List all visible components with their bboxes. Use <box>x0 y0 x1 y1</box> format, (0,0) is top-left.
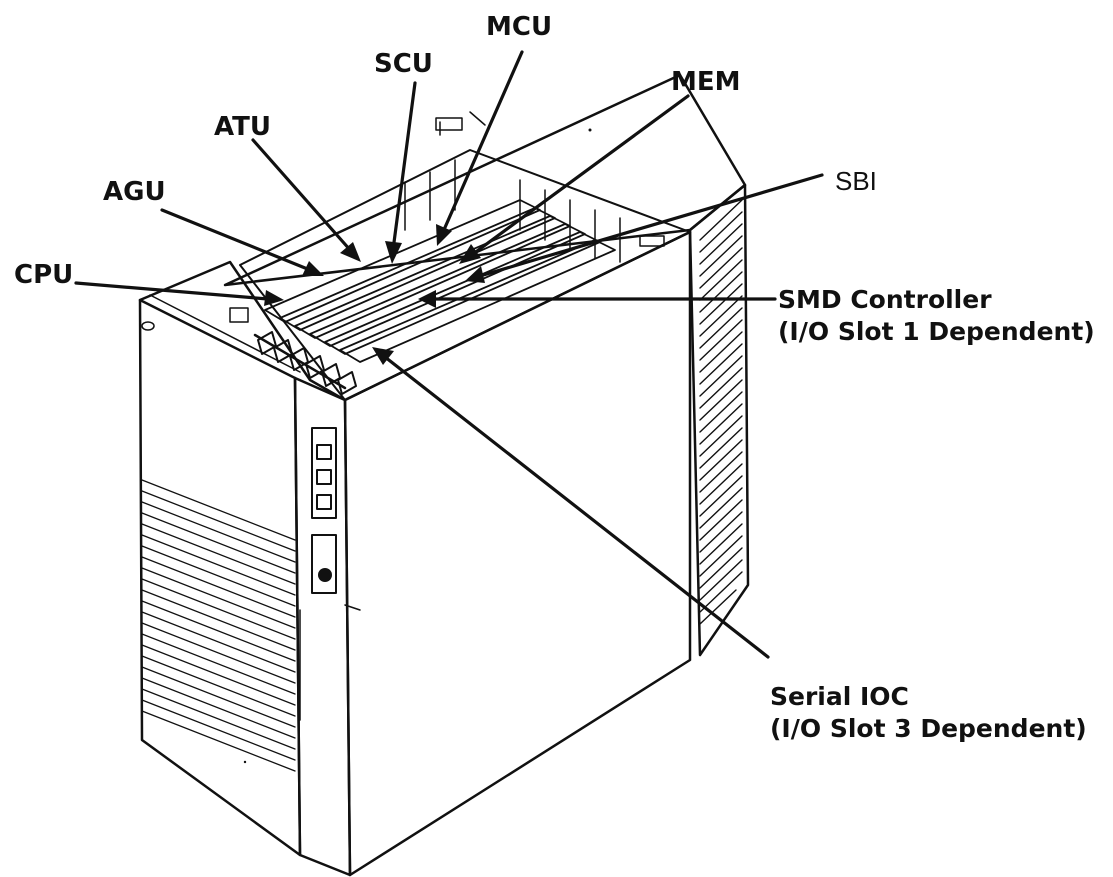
key-switch-icon <box>318 568 332 582</box>
control-strip <box>293 376 352 877</box>
label-mem: MEM <box>671 67 741 97</box>
label-atu: ATU <box>214 112 271 142</box>
label-sbi: SBI <box>835 166 877 196</box>
front-vent-grille <box>141 479 296 772</box>
control-button-1 <box>316 444 332 460</box>
rear-vent-grille <box>699 199 743 625</box>
cabinet-top-rim <box>138 230 692 402</box>
rear-cabinet-top <box>223 73 747 287</box>
label-smd-controller: SMD Controller <box>778 285 992 314</box>
control-panel <box>299 427 361 721</box>
cabinet <box>138 73 750 877</box>
control-button-2 <box>316 469 332 485</box>
card-cage-slots <box>229 111 665 323</box>
label-serial-ioc: Serial IOC <box>770 682 909 711</box>
rear-cabinet-side <box>688 183 750 657</box>
front-left-panel <box>138 298 302 857</box>
speck <box>243 760 247 764</box>
label-scu: SCU <box>374 49 433 79</box>
label-agu: AGU <box>103 177 166 207</box>
label-serial-slot: (I/O Slot 3 Dependent) <box>770 714 1087 743</box>
callout-pointers <box>74 50 824 659</box>
label-cpu: CPU <box>14 260 73 290</box>
speck <box>588 128 592 132</box>
label-smd-slot: (I/O Slot 1 Dependent) <box>778 317 1095 346</box>
front-right-panel <box>343 230 692 877</box>
control-button-3 <box>316 494 332 510</box>
label-mcu: MCU <box>486 12 552 42</box>
